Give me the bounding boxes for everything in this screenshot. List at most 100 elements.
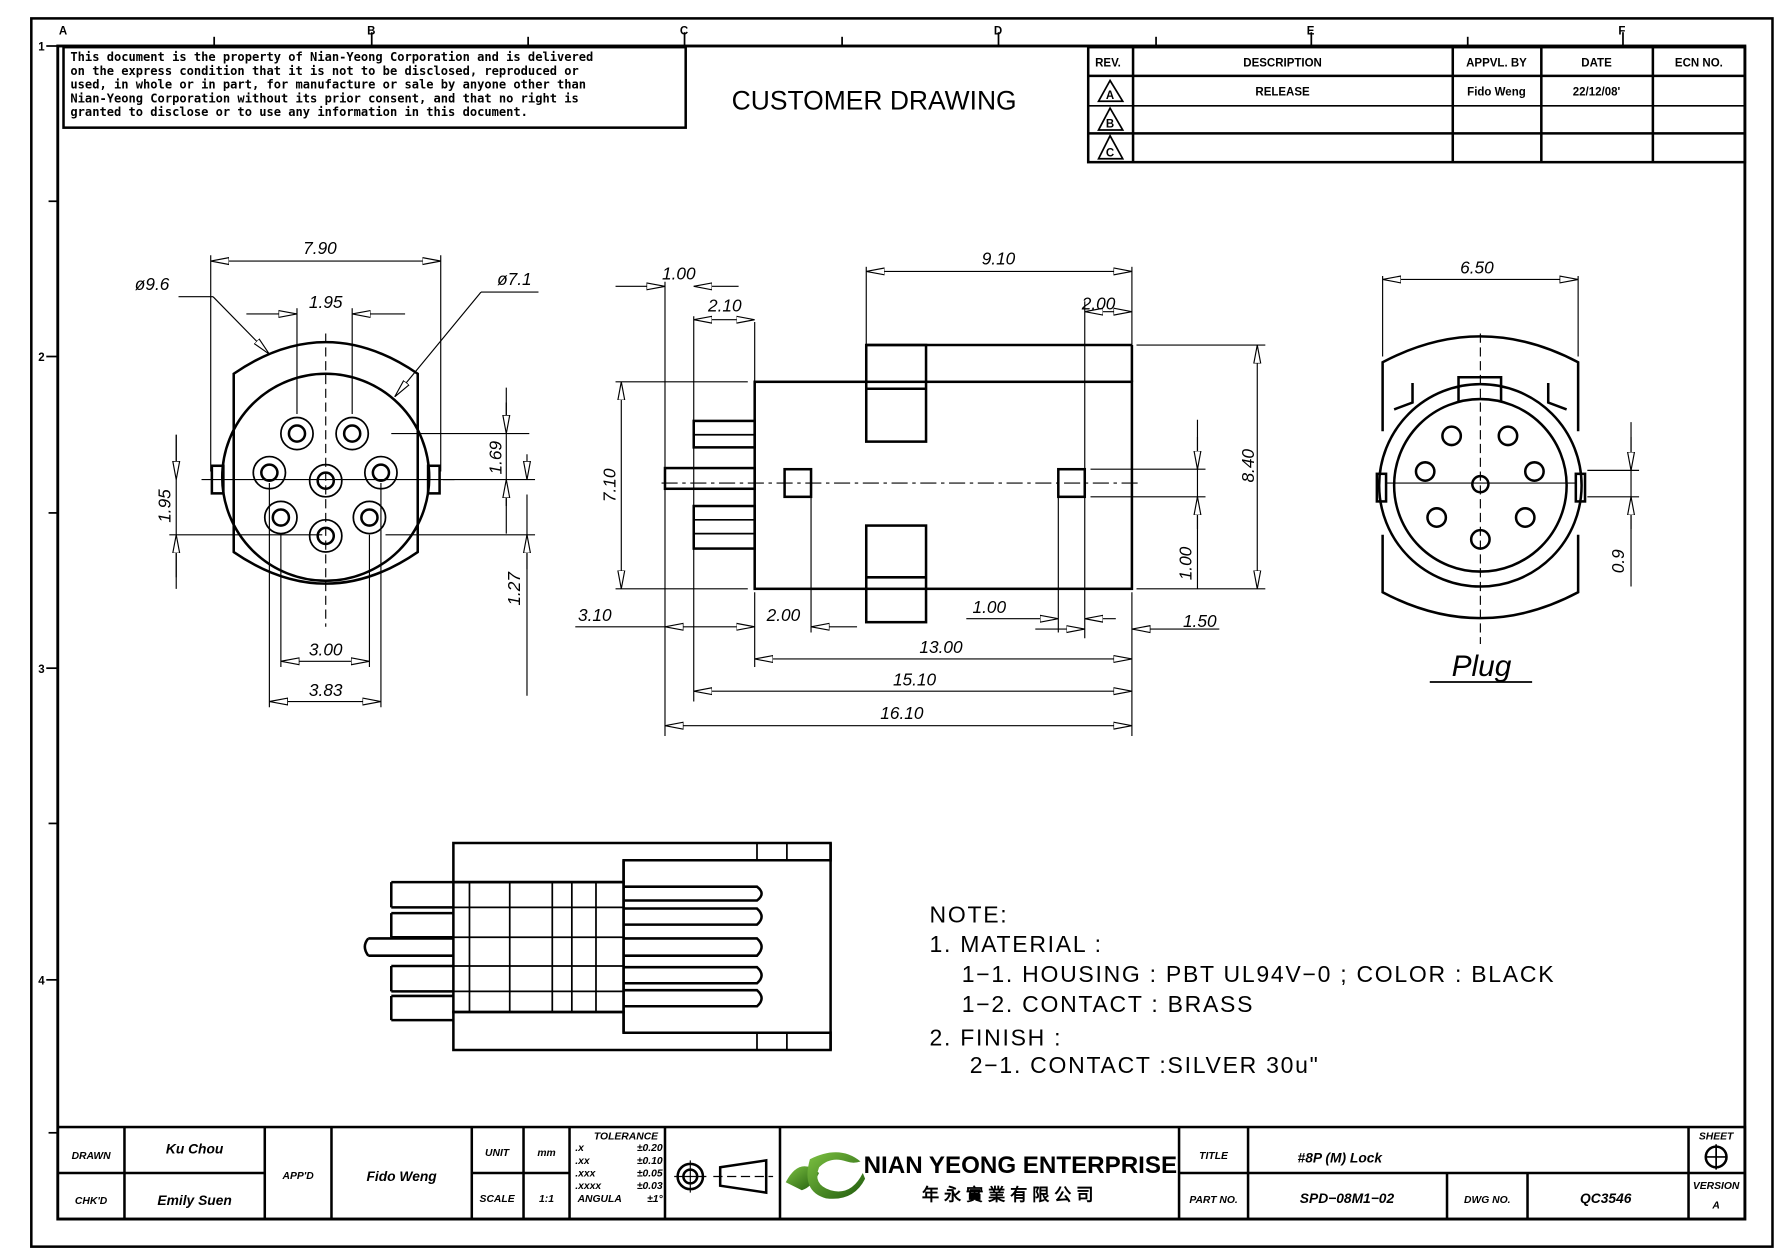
version-value: A [1711,1201,1719,1212]
approved-by-header: APPVL. BY [1466,58,1527,70]
rev-header: REV. [1095,58,1121,70]
tolerance-key: .xx [575,1156,591,1167]
zone-letter-e: E [1307,26,1315,38]
dim-width-top: 7.90 [303,238,337,258]
dim-total-16: 16.10 [880,703,924,723]
dim-bottom-small: 1.00 [973,597,1007,617]
tolerance-key: .xxx [575,1168,596,1179]
title-label: TITLE [1199,1151,1229,1162]
tolerance-value: ±0.05 [637,1168,663,1179]
dim-total-15: 15.10 [893,669,937,689]
zone-number-2: 2 [38,352,44,364]
tolerance-value: ±0.20 [637,1143,663,1154]
dim-plug-slot: 0.9 [1608,549,1628,573]
rev-letter: A [1106,90,1114,102]
dim-pin-length: 2.10 [707,296,742,316]
tolerance-key: .x [575,1143,585,1154]
dim-right-lower: 1.27 [504,571,524,606]
dim-right-small: 1.00 [1176,546,1196,580]
zone-number-3: 3 [38,664,44,676]
drawn-label: DRAWN [72,1151,112,1162]
rev-approved-by: Fido Weng [1467,86,1526,98]
version-label: VERSION [1693,1181,1740,1192]
row-zone-ticks [46,45,58,1134]
column-zone-ticks [213,32,1624,47]
rev-letter: B [1106,119,1114,131]
front-view: 7.90 1.95 ø9.6 ø7.1 1.95 1.69 1.27 3.00 [135,238,539,708]
zone-letter-b: B [367,26,375,38]
dim-left-vertical: 1.95 [154,489,174,523]
dim-bottom-inner: 3.00 [309,640,343,660]
revision-triangle-icon [1097,106,1125,131]
dim-outer-diameter: ø9.6 [135,274,170,294]
zone-letter-d: D [994,26,1002,38]
checked-label: CHK'D [75,1196,108,1207]
zone-number-1: 1 [38,42,45,54]
tolerance-value: ±1° [647,1194,663,1205]
dim-total-13: 13.00 [919,637,963,657]
housing-outline [232,341,419,585]
part-no-label: PART NO. [1189,1195,1237,1206]
rev-date: 22/12/08' [1573,86,1621,98]
approved-by: Fido Weng [366,1169,437,1184]
revision-row: A RELEASE Fido Weng 22/12/08' [1097,78,1621,103]
dim-left-offset: 3.10 [578,605,612,625]
revision-triangle-icon [1097,133,1125,160]
revision-row: B [1097,106,1125,131]
dim-right-top: 2.00 [1081,293,1116,313]
plug-pin-holes [1414,425,1545,550]
approved-label: APP'D [282,1171,315,1182]
sheet-crosshair-icon [1704,1144,1728,1170]
note-line: 1. MATERIAL : [930,931,1103,957]
notice-line: used, in whole or in part, for manufactu… [70,78,586,92]
zone-letter-f: F [1618,26,1625,38]
company-name-zh: 年 永 實 業 有 限 公 司 [922,1185,1094,1205]
tolerance-table: TOLERANCE .x ±0.20 .xx ±0.10 .xxx ±0.05 … [575,1132,663,1205]
tolerance-key: ANGULA [577,1194,622,1205]
tolerance-value: ±0.03 [637,1181,663,1192]
dim-right-offset: 1.50 [1183,611,1217,631]
note-line: 2−1. CONTACT :SILVER 30u" [970,1052,1320,1078]
date-header: DATE [1581,58,1612,70]
proprietary-notice: This document is the property of Nian-Ye… [62,45,687,129]
dwg-no-label: DWG NO. [1464,1195,1511,1206]
dim-body-top: 9.10 [982,249,1016,269]
drawn-by: Ku Chou [166,1141,224,1156]
scale-value: 1:1 [539,1194,554,1205]
side-view: 9.10 1.00 2.10 2.00 7.10 8.40 1.00 3.10 … [575,249,1266,737]
zone-letter-a: A [59,26,67,38]
notice-line: Nian-Yeong Corporation without its prior… [70,91,578,105]
checked-by: Emily Suen [157,1193,231,1208]
dim-height-left: 7.10 [600,468,620,502]
notice-line: granted to disclose or to use any inform… [70,105,528,119]
rev-letter: C [1106,147,1114,159]
scale-label: SCALE [480,1194,516,1205]
drawing-heading: CUSTOMER DRAWING [732,85,1017,115]
zone-number-4: 4 [38,975,45,987]
plug-label: Plug [1452,650,1512,683]
part-no: SPD−08M1−02 [1300,1191,1395,1206]
notes-title: NOTE: [930,901,1009,927]
unit-value: mm [537,1148,555,1159]
dim-inner-diameter: ø7.1 [497,269,532,289]
title-block: DRAWN Ku Chou CHK'D Emily Suen APP'D Fid… [56,1125,1747,1221]
drawing-frame: A B C D E F 1 2 3 4 [30,17,1774,1248]
dim-left-inner: 2.00 [766,605,801,625]
dim-pin-pitch-top: 1.95 [309,292,343,312]
drawing-title: #8P (M) Lock [1298,1151,1384,1166]
note-line: 2. FINISH : [930,1024,1063,1050]
dim-height-right: 8.40 [1238,449,1258,483]
description-header: DESCRIPTION [1243,58,1322,70]
tolerance-key: .xxxx [575,1181,602,1192]
notice-line: This document is the property of Nian-Ye… [70,50,593,64]
section-view [363,841,832,1052]
company-name-en: NIAN YEONG ENTERPRISE [864,1152,1177,1179]
company-logo [785,1152,866,1199]
latch-top [864,343,928,443]
notes: NOTE: 1. MATERIAL : 1−1. HOUSING : PBT U… [930,901,1554,1078]
ecn-header: ECN NO. [1675,58,1723,70]
notice-line: on the express condition that it is not … [70,64,578,78]
dim-pin-tip: 1.00 [662,263,696,283]
rev-description: RELEASE [1255,86,1310,98]
